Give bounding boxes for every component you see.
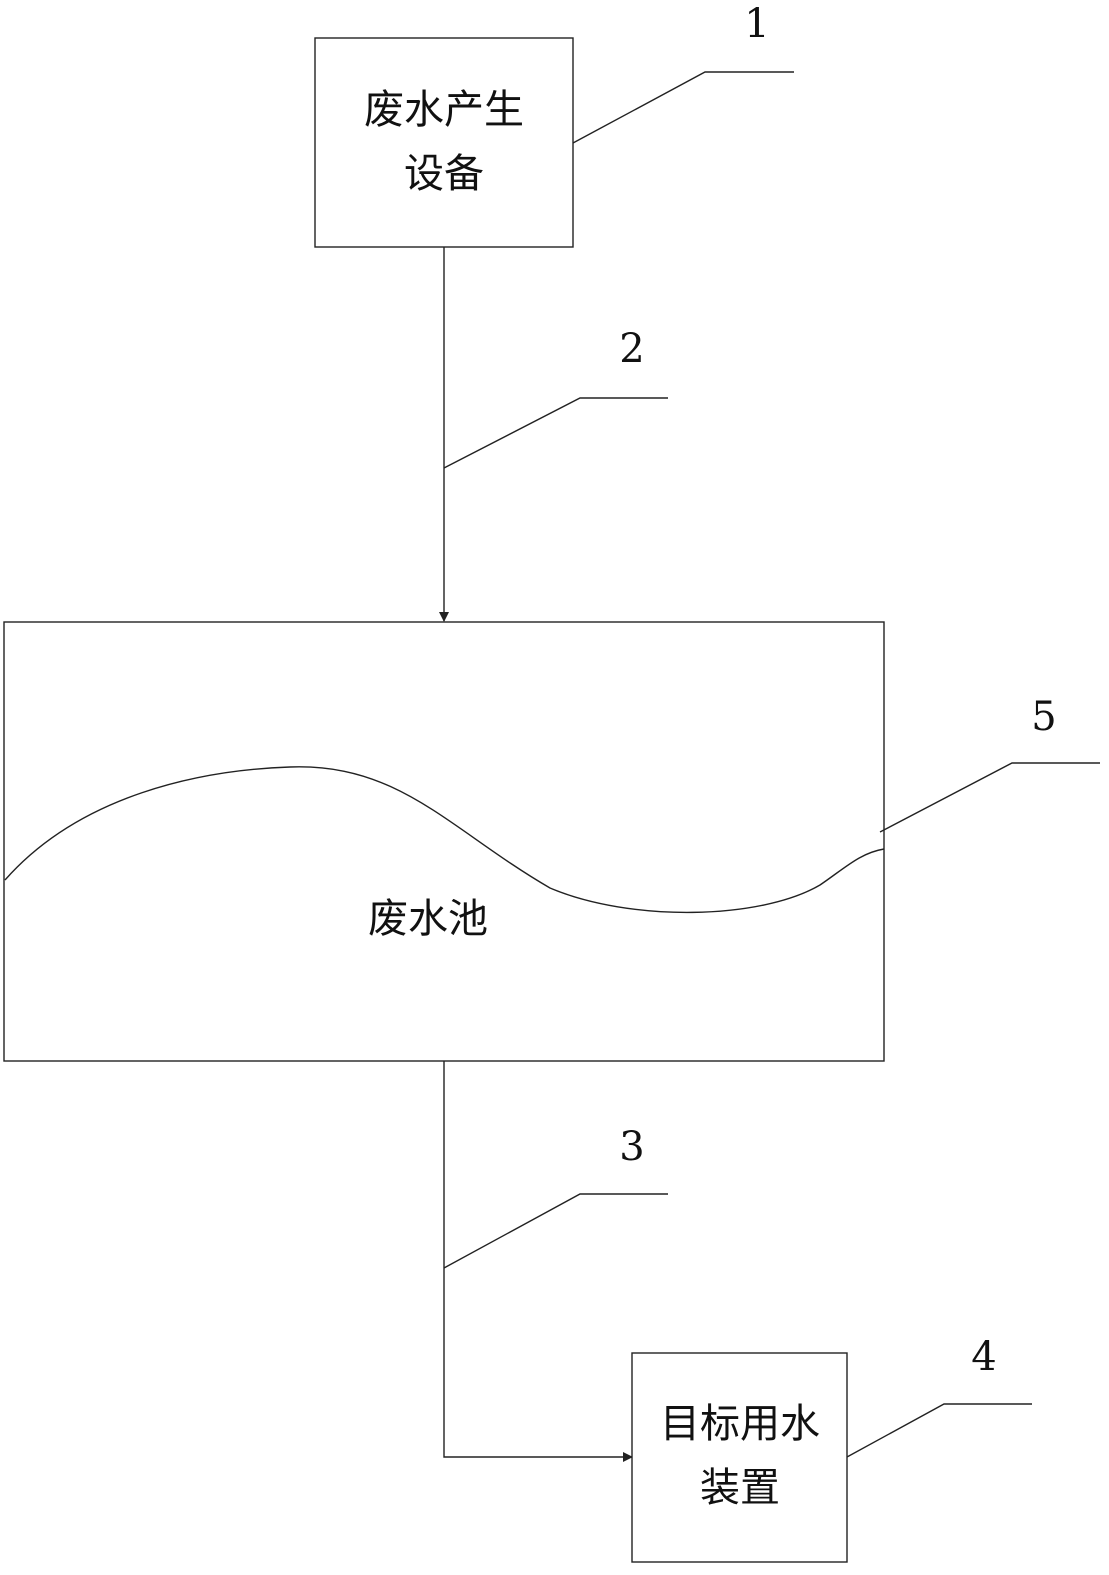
ref-number-1: 1 [744,1,769,47]
ref-number-4: 4 [971,1334,996,1380]
leader-line-5 [879,762,1100,833]
water-surface-curve [4,766,885,914]
source-box-label-line2: 设备 [404,151,484,197]
source-box-label-line1: 废水产生 [364,87,524,133]
target-device-box [631,1352,848,1563]
wastewater-pool-box [3,621,885,1062]
leader-line-4 [846,1403,1032,1458]
ref-number-5: 5 [1031,694,1056,740]
ref-number-3: 3 [619,1124,644,1170]
target-box-label-line2: 装置 [700,1465,780,1511]
leader-line-1 [572,71,794,144]
source-equipment-box [314,37,574,248]
pool-label: 废水池 [368,896,488,942]
target-box-label-line1: 目标用水 [660,1401,820,1447]
outlet-pipe-arrow [443,1061,633,1462]
ref-number-2: 2 [619,326,644,372]
leader-line-2 [443,397,668,469]
leader-line-3 [443,1193,668,1269]
